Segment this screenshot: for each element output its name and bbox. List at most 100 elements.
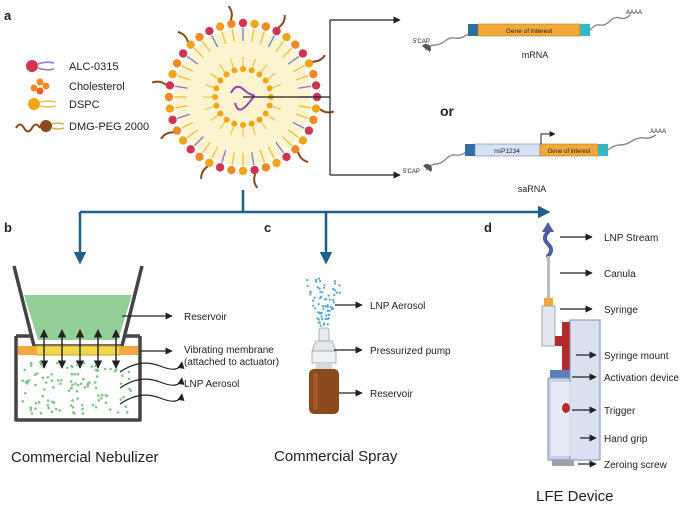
- pump-collar: [311, 350, 337, 364]
- rna-cargo: [230, 85, 255, 111]
- rna-strand: [424, 33, 476, 51]
- lipid-head: [205, 158, 214, 168]
- lipid-head: [238, 166, 248, 176]
- lipid-head: [309, 115, 318, 125]
- device-body: [569, 319, 601, 461]
- nebulizer-reservoir-label: Reservoir: [184, 312, 227, 323]
- syringe-hub: [544, 298, 553, 306]
- lipid-head: [215, 22, 225, 31]
- lfe-stream-label: LNP Stream: [604, 233, 658, 244]
- aerosol-flow-arrow: [119, 361, 185, 373]
- legend: ALC-0315 Cholesterol DSPC DMG: [15, 60, 149, 133]
- lfe-activation-label: Activation device: [604, 373, 679, 384]
- trigger: [562, 403, 570, 413]
- mrna-cap-label: 5'CAP: [413, 39, 430, 45]
- lipid-head: [178, 136, 188, 145]
- lipid-head: [272, 26, 281, 36]
- distribution-arrows: [73, 190, 551, 265]
- lipid-head: [261, 22, 271, 31]
- nebulizer-device: [12, 265, 185, 422]
- lipid-head: [186, 145, 195, 154]
- phospholipid-icon: [28, 98, 57, 110]
- lipid-head: [205, 26, 214, 36]
- legend-label: ALC-0315: [69, 61, 119, 73]
- utr-left: [465, 144, 475, 156]
- activation-device: [550, 370, 570, 380]
- panel-d-label: d: [484, 220, 492, 235]
- spray-mist: [306, 277, 341, 327]
- nebulizer-chamber: [14, 336, 142, 422]
- lipid-head: [227, 19, 236, 29]
- spray-pump-label: Pressurized pump: [370, 346, 451, 357]
- sarna-construct: 5'CAP nsP1234 Gene of interest AAAA saRN…: [403, 129, 666, 194]
- lipid-head: [195, 32, 204, 42]
- lipid-head: [165, 104, 175, 113]
- panel-b-label: b: [4, 220, 12, 235]
- legend-item-dspc: DSPC: [28, 98, 100, 111]
- lipid-head: [250, 19, 259, 29]
- lipid-head: [165, 81, 175, 90]
- actuator-right: [120, 346, 138, 355]
- vibration-arrows: [39, 329, 121, 369]
- legend-label: Cholesterol: [69, 81, 125, 93]
- aerosol-flow-arrow: [119, 377, 185, 389]
- lfe-zeroing-label: Zeroing screw: [604, 460, 668, 471]
- cholesterol-icon: [30, 78, 50, 95]
- peg-lipid-icon: [15, 120, 65, 133]
- lipid-head: [164, 92, 174, 102]
- nebulizer-membrane-sub-label: (attached to actuator): [184, 357, 279, 368]
- lipid-head: [172, 126, 182, 135]
- vibrating-membrane: [35, 345, 121, 356]
- lnp-stream: [543, 230, 553, 258]
- lipid-head: [186, 40, 195, 49]
- promoter-arrow: [540, 131, 556, 144]
- polya-tail: [589, 14, 631, 31]
- sarna-label: saRNA: [518, 184, 547, 194]
- legend-item-alc0315: ALC-0315: [26, 60, 119, 73]
- bottle-neck: [316, 363, 332, 369]
- lfe-title: LFE Device: [536, 488, 614, 505]
- lipid-head: [311, 81, 321, 90]
- lipid-head: [261, 163, 271, 172]
- legend-label: DSPC: [69, 99, 100, 111]
- lfe-syringe-label: Syringe: [604, 305, 638, 316]
- lipid-head: [291, 145, 300, 154]
- reservoir-liquid: [24, 295, 132, 340]
- panel-a-label: a: [4, 8, 12, 23]
- spray-aerosol-label: LNP Aerosol: [370, 301, 425, 312]
- mrna-gene-label: Gene of interest: [506, 28, 552, 35]
- legend-item-cholesterol: Cholesterol: [30, 78, 125, 95]
- nebulizer-aerosol-label: LNP Aerosol: [184, 379, 239, 390]
- sarna-nsp-label: nsP1234: [494, 148, 520, 155]
- nebulizer-membrane-label: Vibrating membrane: [184, 345, 274, 356]
- lipid-head: [311, 104, 321, 113]
- sarna-tail-label: AAAA: [650, 129, 666, 135]
- cap-icon: [422, 44, 431, 52]
- lipid-head: [298, 136, 308, 145]
- spray-nozzle: [318, 327, 330, 342]
- mrna-label: mRNA: [522, 50, 549, 60]
- lipid-head: [304, 126, 314, 135]
- zeroing-screw: [552, 460, 574, 466]
- lipid-head: [215, 163, 225, 172]
- lipid-head: [298, 49, 308, 58]
- mrna-construct: 5'CAP Gene of interest AAAA mRNA: [413, 10, 642, 60]
- aerosol-droplets: [21, 360, 133, 415]
- spray-device: [306, 277, 363, 414]
- polya-tail: [607, 134, 657, 151]
- lipid-head: [178, 49, 188, 58]
- ionizable-lipid-icon: [26, 60, 55, 72]
- lipid-head: [304, 59, 314, 68]
- legend-item-dmg-peg: DMG-PEG 2000: [15, 120, 149, 133]
- lipid-head: [227, 165, 236, 175]
- actuator-left: [18, 346, 36, 355]
- panel-c-label: c: [264, 220, 271, 235]
- lipid-head: [168, 115, 177, 125]
- lnp-branch-arrows: [243, 16, 401, 179]
- lipid-head: [195, 152, 204, 162]
- lfe-mount-label: Syringe mount: [604, 351, 669, 362]
- lfe-trigger-label: Trigger: [604, 406, 636, 417]
- lfe-device: [541, 222, 601, 468]
- lipid-head: [172, 59, 182, 68]
- lipid-head: [168, 69, 177, 79]
